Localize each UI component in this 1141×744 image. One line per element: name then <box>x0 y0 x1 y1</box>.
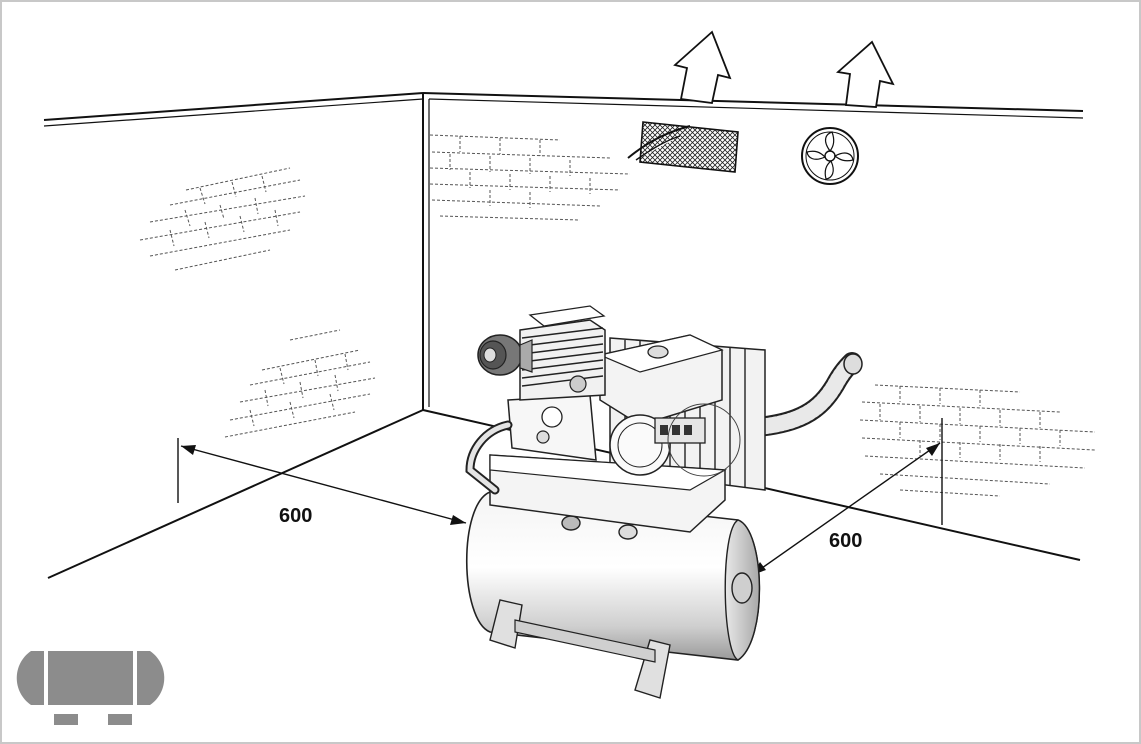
air-compressor <box>465 305 863 699</box>
left-clearance-dimension: 600 <box>177 438 467 527</box>
horizontal-air-tank-icon <box>16 651 165 725</box>
brick-texture-left-upper <box>139 167 306 271</box>
right-clearance-label: 600 <box>829 530 862 552</box>
air-tank <box>465 491 761 661</box>
left-clearance-label: 600 <box>279 505 312 527</box>
airflow-arrow-icon <box>673 30 895 108</box>
brick-texture-back <box>429 134 631 221</box>
brick-texture-left-lower <box>224 329 376 438</box>
right-clearance-dimension: 600 <box>751 418 943 576</box>
exhaust-fan-icon <box>801 127 859 185</box>
compressor-pump <box>507 305 606 461</box>
tank-feet <box>489 599 671 699</box>
air-filter <box>477 334 533 376</box>
ventilation-grille-icon <box>627 121 739 173</box>
brick-texture-right <box>859 384 1096 497</box>
engine-unit <box>598 334 741 477</box>
